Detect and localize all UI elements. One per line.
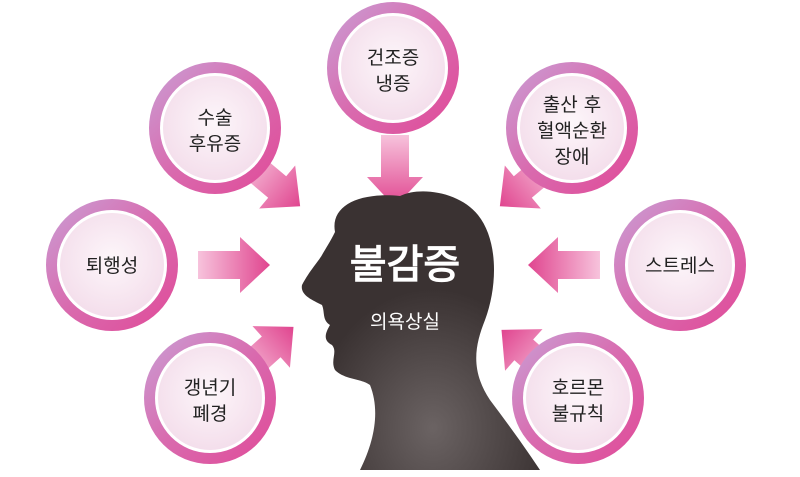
cause-hormone: 호르몬 불규칙: [512, 332, 644, 464]
center-subtitle: 의욕상실: [370, 311, 440, 333]
head-silhouette: [301, 191, 540, 470]
cause-label: 스트레스: [645, 255, 715, 277]
cause-degenerative: 퇴행성: [46, 199, 178, 331]
cause-label: 갱년기: [184, 377, 236, 399]
cause-surgery: 수술 후유증: [149, 62, 281, 194]
center-title: 불감증: [350, 242, 460, 288]
cause-label: 불규칙: [552, 403, 604, 425]
arrow-stress: [528, 237, 600, 293]
cause-label: 건조증: [367, 47, 419, 69]
cause-dryness: 건조증 냉증: [327, 2, 459, 134]
cause-label: 냉증: [376, 73, 411, 95]
cause-label: 후유증: [189, 133, 241, 155]
cause-label: 장애: [555, 146, 590, 168]
cause-postpartum: 출산 후 혈액순환 장애: [506, 62, 638, 194]
arrow-degenerative: [198, 237, 270, 293]
cause-stress: 스트레스: [614, 199, 746, 331]
cause-label: 폐경: [193, 403, 228, 425]
cause-label: 퇴행성: [86, 255, 138, 277]
cause-label: 수술: [198, 107, 233, 129]
cause-label: 혈액순환: [537, 120, 607, 142]
cause-menopause: 갱년기 폐경: [144, 332, 276, 464]
cause-label: 호르몬: [552, 377, 604, 399]
cause-label: 출산 후: [543, 94, 601, 116]
